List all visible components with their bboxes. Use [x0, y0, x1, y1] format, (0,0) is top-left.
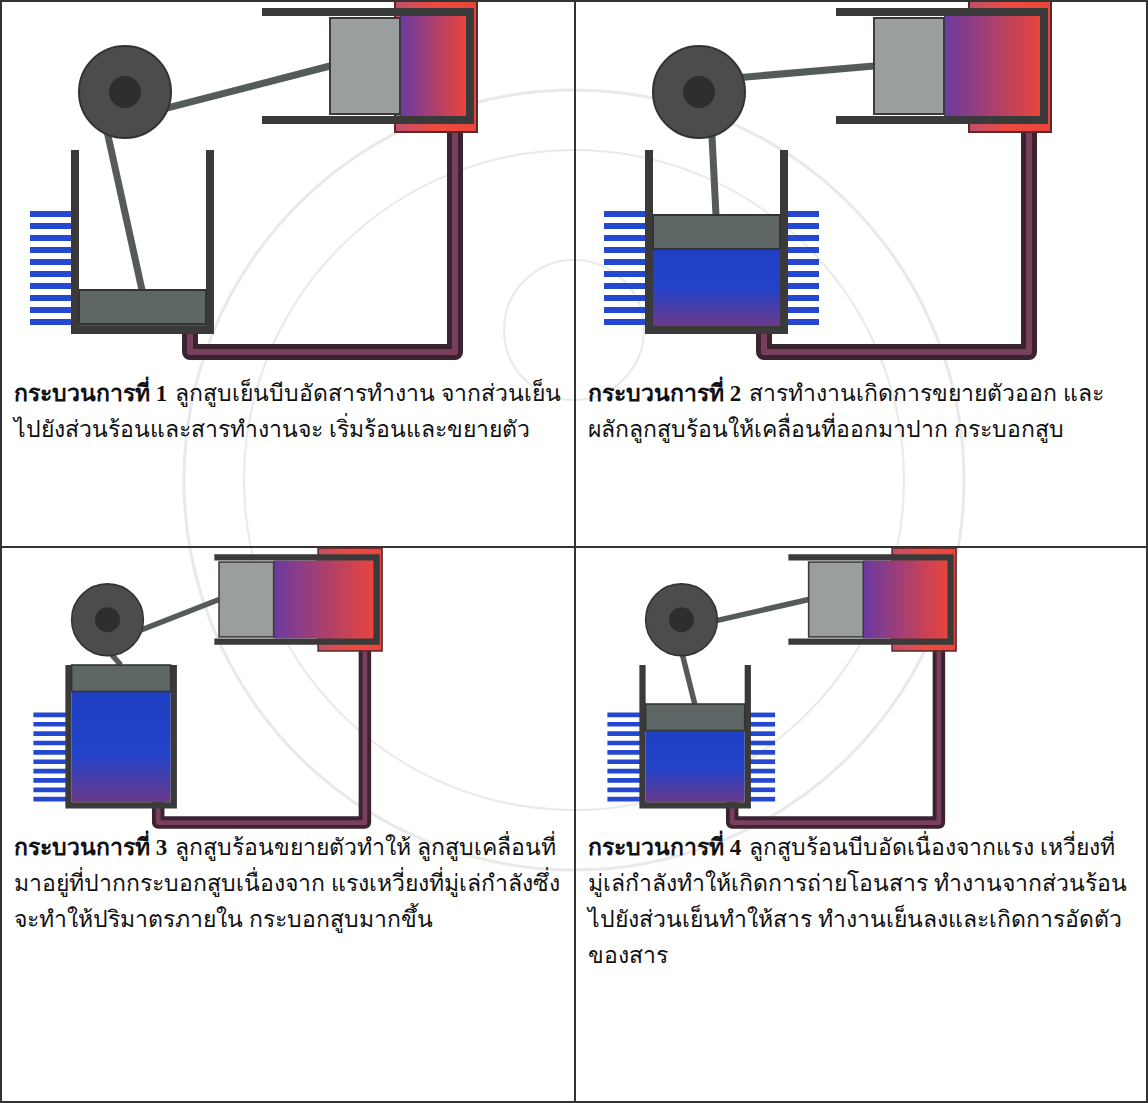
cold-gas — [646, 704, 745, 802]
flywheel — [646, 584, 718, 656]
hot-gas — [944, 16, 1040, 116]
flywheel-hub — [109, 76, 141, 108]
cold-gas — [72, 665, 171, 802]
caption-text: กระบวนการที่ 1ลูกสูบเย็นบีบอัดสารทำงาน จ… — [14, 376, 562, 448]
flywheel-hub — [669, 607, 694, 632]
hot-piston — [874, 18, 944, 114]
process-cell: กระบวนการที่ 2สารทำงานเกิดการขยายตัวออก … — [574, 0, 1148, 548]
transfer-pipe — [190, 126, 455, 352]
flywheel-hub — [95, 607, 120, 632]
flywheel-hub — [683, 76, 715, 108]
heater — [395, 0, 477, 132]
cold-piston — [653, 215, 780, 249]
cooling-fins — [33, 715, 68, 799]
stirling-engine — [33, 548, 382, 823]
hot-cylinder — [214, 557, 376, 641]
stirling-engine — [30, 0, 477, 352]
transfer-pipe — [158, 646, 365, 822]
stirling-engine — [607, 548, 956, 823]
transfer-pipe-core — [732, 646, 939, 822]
cold-gas — [653, 215, 780, 326]
caption-text: กระบวนการที่ 2สารทำงานเกิดการขยายตัวออก … — [588, 376, 1134, 448]
cold-piston — [646, 704, 745, 731]
step-heading: กระบวนการที่ 4 — [588, 835, 741, 860]
cold-piston — [72, 665, 171, 692]
transfer-pipe — [764, 126, 1029, 352]
flywheel — [79, 46, 171, 138]
hot-gas — [400, 16, 466, 116]
step-heading: กระบวนการที่ 2 — [588, 381, 741, 406]
transfer-pipe-core — [764, 126, 1029, 352]
step-heading: กระบวนการที่ 3 — [14, 835, 167, 860]
hot-piston — [330, 18, 400, 114]
stirling-engine — [604, 0, 1051, 352]
cold-cylinder — [643, 665, 748, 805]
transfer-pipe-core — [190, 126, 455, 352]
cooling-fins — [30, 214, 75, 322]
hot-gas — [274, 560, 374, 638]
step-heading: กระบวนการที่ 1 — [14, 381, 167, 406]
process-cell: กระบวนการที่ 4ลูกสูบร้อนบีบอัดเนื่องจากแ… — [574, 546, 1148, 1103]
hot-cylinder — [788, 557, 950, 641]
transfer-pipe — [732, 646, 939, 822]
transfer-pipe-core — [158, 646, 365, 822]
cold-cylinder — [75, 150, 210, 330]
caption-text: กระบวนการที่ 3ลูกสูบร้อนขยายตัวทำให้ ลูก… — [14, 830, 562, 938]
caption-text: กระบวนการที่ 4ลูกสูบร้อนบีบอัดเนื่องจากแ… — [588, 830, 1134, 974]
hot-piston — [809, 562, 864, 637]
flywheel — [72, 584, 144, 656]
cold-gas — [79, 290, 206, 326]
hot-cylinder — [262, 12, 470, 120]
flywheel — [653, 46, 745, 138]
process-cell: กระบวนการที่ 1ลูกสูบเย็นบีบอัดสารทำงาน จ… — [0, 0, 576, 548]
cold-cylinder — [69, 665, 174, 805]
process-cell: กระบวนการที่ 3ลูกสูบร้อนขยายตัวทำให้ ลูก… — [0, 546, 576, 1103]
cold-piston — [79, 290, 206, 324]
hot-piston — [219, 562, 274, 637]
hot-gas — [863, 560, 947, 638]
